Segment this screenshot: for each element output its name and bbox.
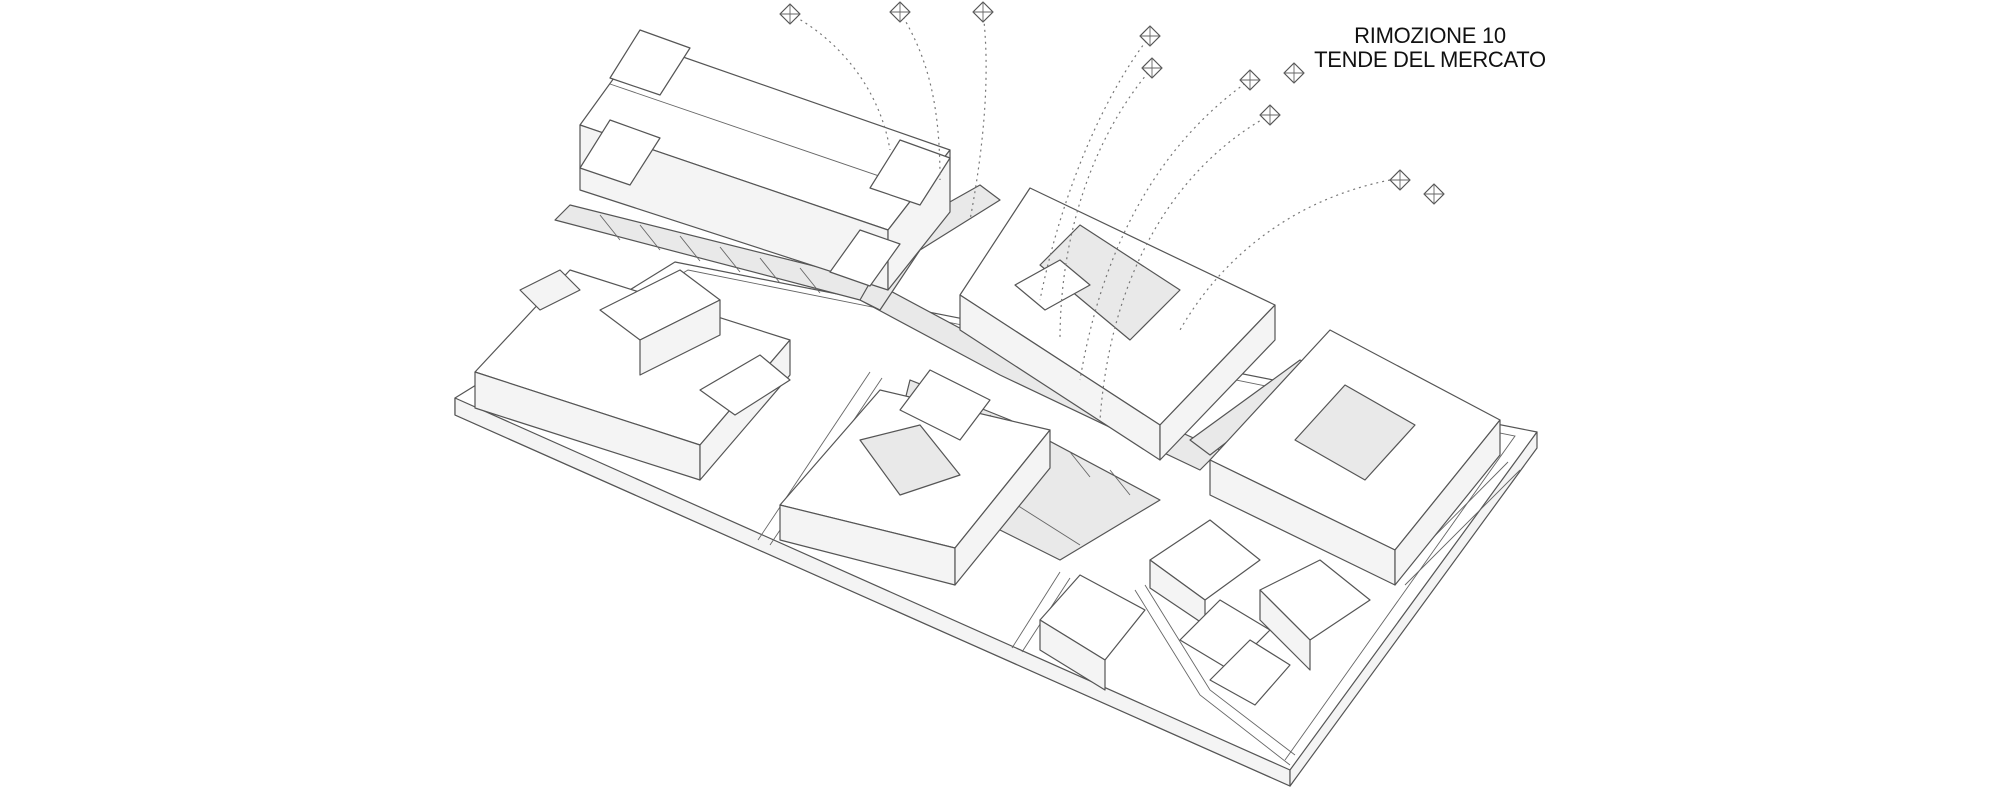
caption-line-2: TENDE DEL MERCATO (1314, 47, 1546, 72)
building-block-center (779, 369, 1051, 586)
building-block-left (474, 269, 791, 481)
removed-tents (779, 1, 1445, 421)
building-long-hall (579, 29, 951, 291)
building-block-far-right (1209, 329, 1501, 586)
diagram-caption: RIMOZIONE 10 TENDE DEL MERCATO (1290, 24, 1570, 72)
building-small-cluster (1039, 519, 1371, 706)
building-block-right-long (959, 187, 1276, 461)
caption-line-1: RIMOZIONE 10 (1354, 23, 1506, 48)
